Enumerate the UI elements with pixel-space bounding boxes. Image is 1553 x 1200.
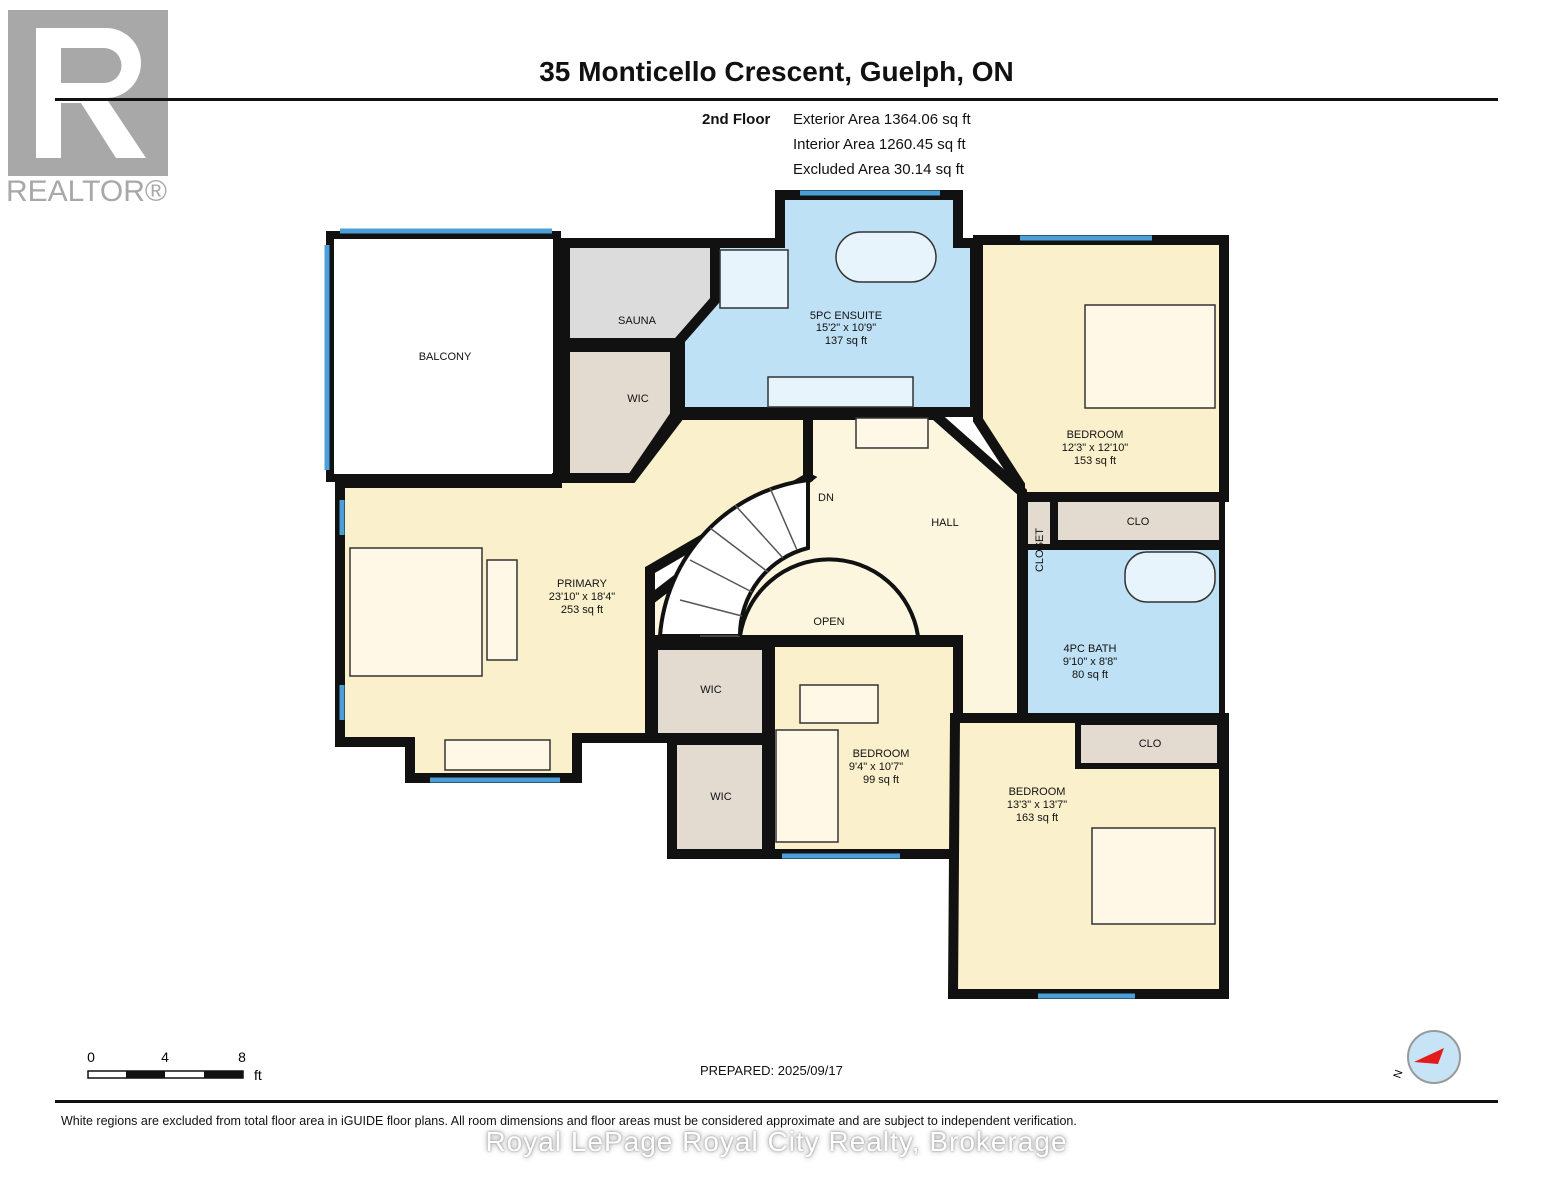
disclaimer: White regions are excluded from total fl…	[61, 1114, 1077, 1128]
bedroom-3-name: BEDROOM	[1009, 786, 1066, 798]
prepared-date: PREPARED: 2025/09/17	[700, 1063, 843, 1078]
header-rule	[55, 98, 1498, 101]
dn-label: DN	[818, 492, 834, 504]
bedroom-3-area: 163 sq ft	[1016, 812, 1058, 824]
bedroom-3	[947, 713, 1229, 999]
compass-icon: N	[1392, 1030, 1461, 1084]
primary	[335, 410, 813, 783]
footer-rule	[55, 1100, 1498, 1103]
interior-area: Interior Area 1260.45 sq ft	[793, 136, 966, 153]
bedroom-2-area: 99 sq ft	[863, 774, 899, 786]
wic-top-label: WIC	[627, 393, 648, 405]
wic-mid-label: WIC	[700, 684, 721, 696]
page-title: 35 Monticello Crescent, Guelph, ON	[539, 56, 1014, 87]
floor-name: 2nd Floor	[702, 111, 771, 128]
realtor-logo: REALTOR®	[6, 10, 168, 208]
bedroom-1-area: 153 sq ft	[1074, 455, 1116, 467]
svg-text:REALTOR®: REALTOR®	[6, 175, 167, 208]
scale-unit: ft	[254, 1067, 262, 1083]
ensuite-name: 5PC ENSUITE	[810, 310, 882, 322]
scale-tick-0: 0	[87, 1049, 95, 1065]
open-label: OPEN	[813, 616, 844, 628]
bedroom-1-name: BEDROOM	[1067, 429, 1124, 441]
balcony	[326, 231, 561, 482]
brokerage-watermark: Royal LePage Royal City Realty, Brokerag…	[485, 1126, 1068, 1157]
bath-4pc-area: 80 sq ft	[1072, 669, 1108, 681]
scale-bar: 0 4 8 ft	[87, 1049, 262, 1083]
staircase	[657, 477, 920, 638]
excluded-area: Excluded Area 30.14 sq ft	[793, 161, 964, 178]
primary-area: 253 sq ft	[561, 604, 603, 616]
bedroom-2-dims: 9'4" x 10'7"	[849, 761, 903, 773]
balcony-label: BALCONY	[419, 351, 472, 363]
primary-name: PRIMARY	[557, 578, 608, 590]
primary-dims: 23'10" x 18'4"	[549, 591, 616, 603]
sauna-label: SAUNA	[618, 315, 657, 327]
clo-2	[1075, 719, 1223, 769]
windows	[324, 190, 1152, 999]
closet-label: CLOSET	[1034, 528, 1046, 572]
bedroom-1-dims: 12'3" x 12'10"	[1062, 442, 1129, 454]
scale-tick-8: 8	[238, 1049, 246, 1065]
bedroom-2-name: BEDROOM	[853, 748, 910, 760]
bath-4pc-dims: 9'10" x 8'8"	[1063, 656, 1117, 668]
ensuite-dims: 15'2" x 10'9"	[816, 322, 876, 334]
fixtures	[349, 231, 1216, 925]
scale-tick-4: 4	[161, 1049, 169, 1065]
clo-1-label: CLO	[1127, 516, 1150, 528]
exterior-area: Exterior Area 1364.06 sq ft	[793, 111, 971, 128]
wic-lower-label: WIC	[710, 791, 731, 803]
hall-label: HALL	[931, 517, 959, 529]
clo-2-label: CLO	[1139, 738, 1162, 750]
bedroom-3-dims: 13'3" x 13'7"	[1007, 799, 1067, 811]
compass-north-label: N	[1392, 1068, 1406, 1080]
ensuite-area: 137 sq ft	[825, 335, 867, 347]
bath-4pc-name: 4PC BATH	[1064, 643, 1117, 655]
